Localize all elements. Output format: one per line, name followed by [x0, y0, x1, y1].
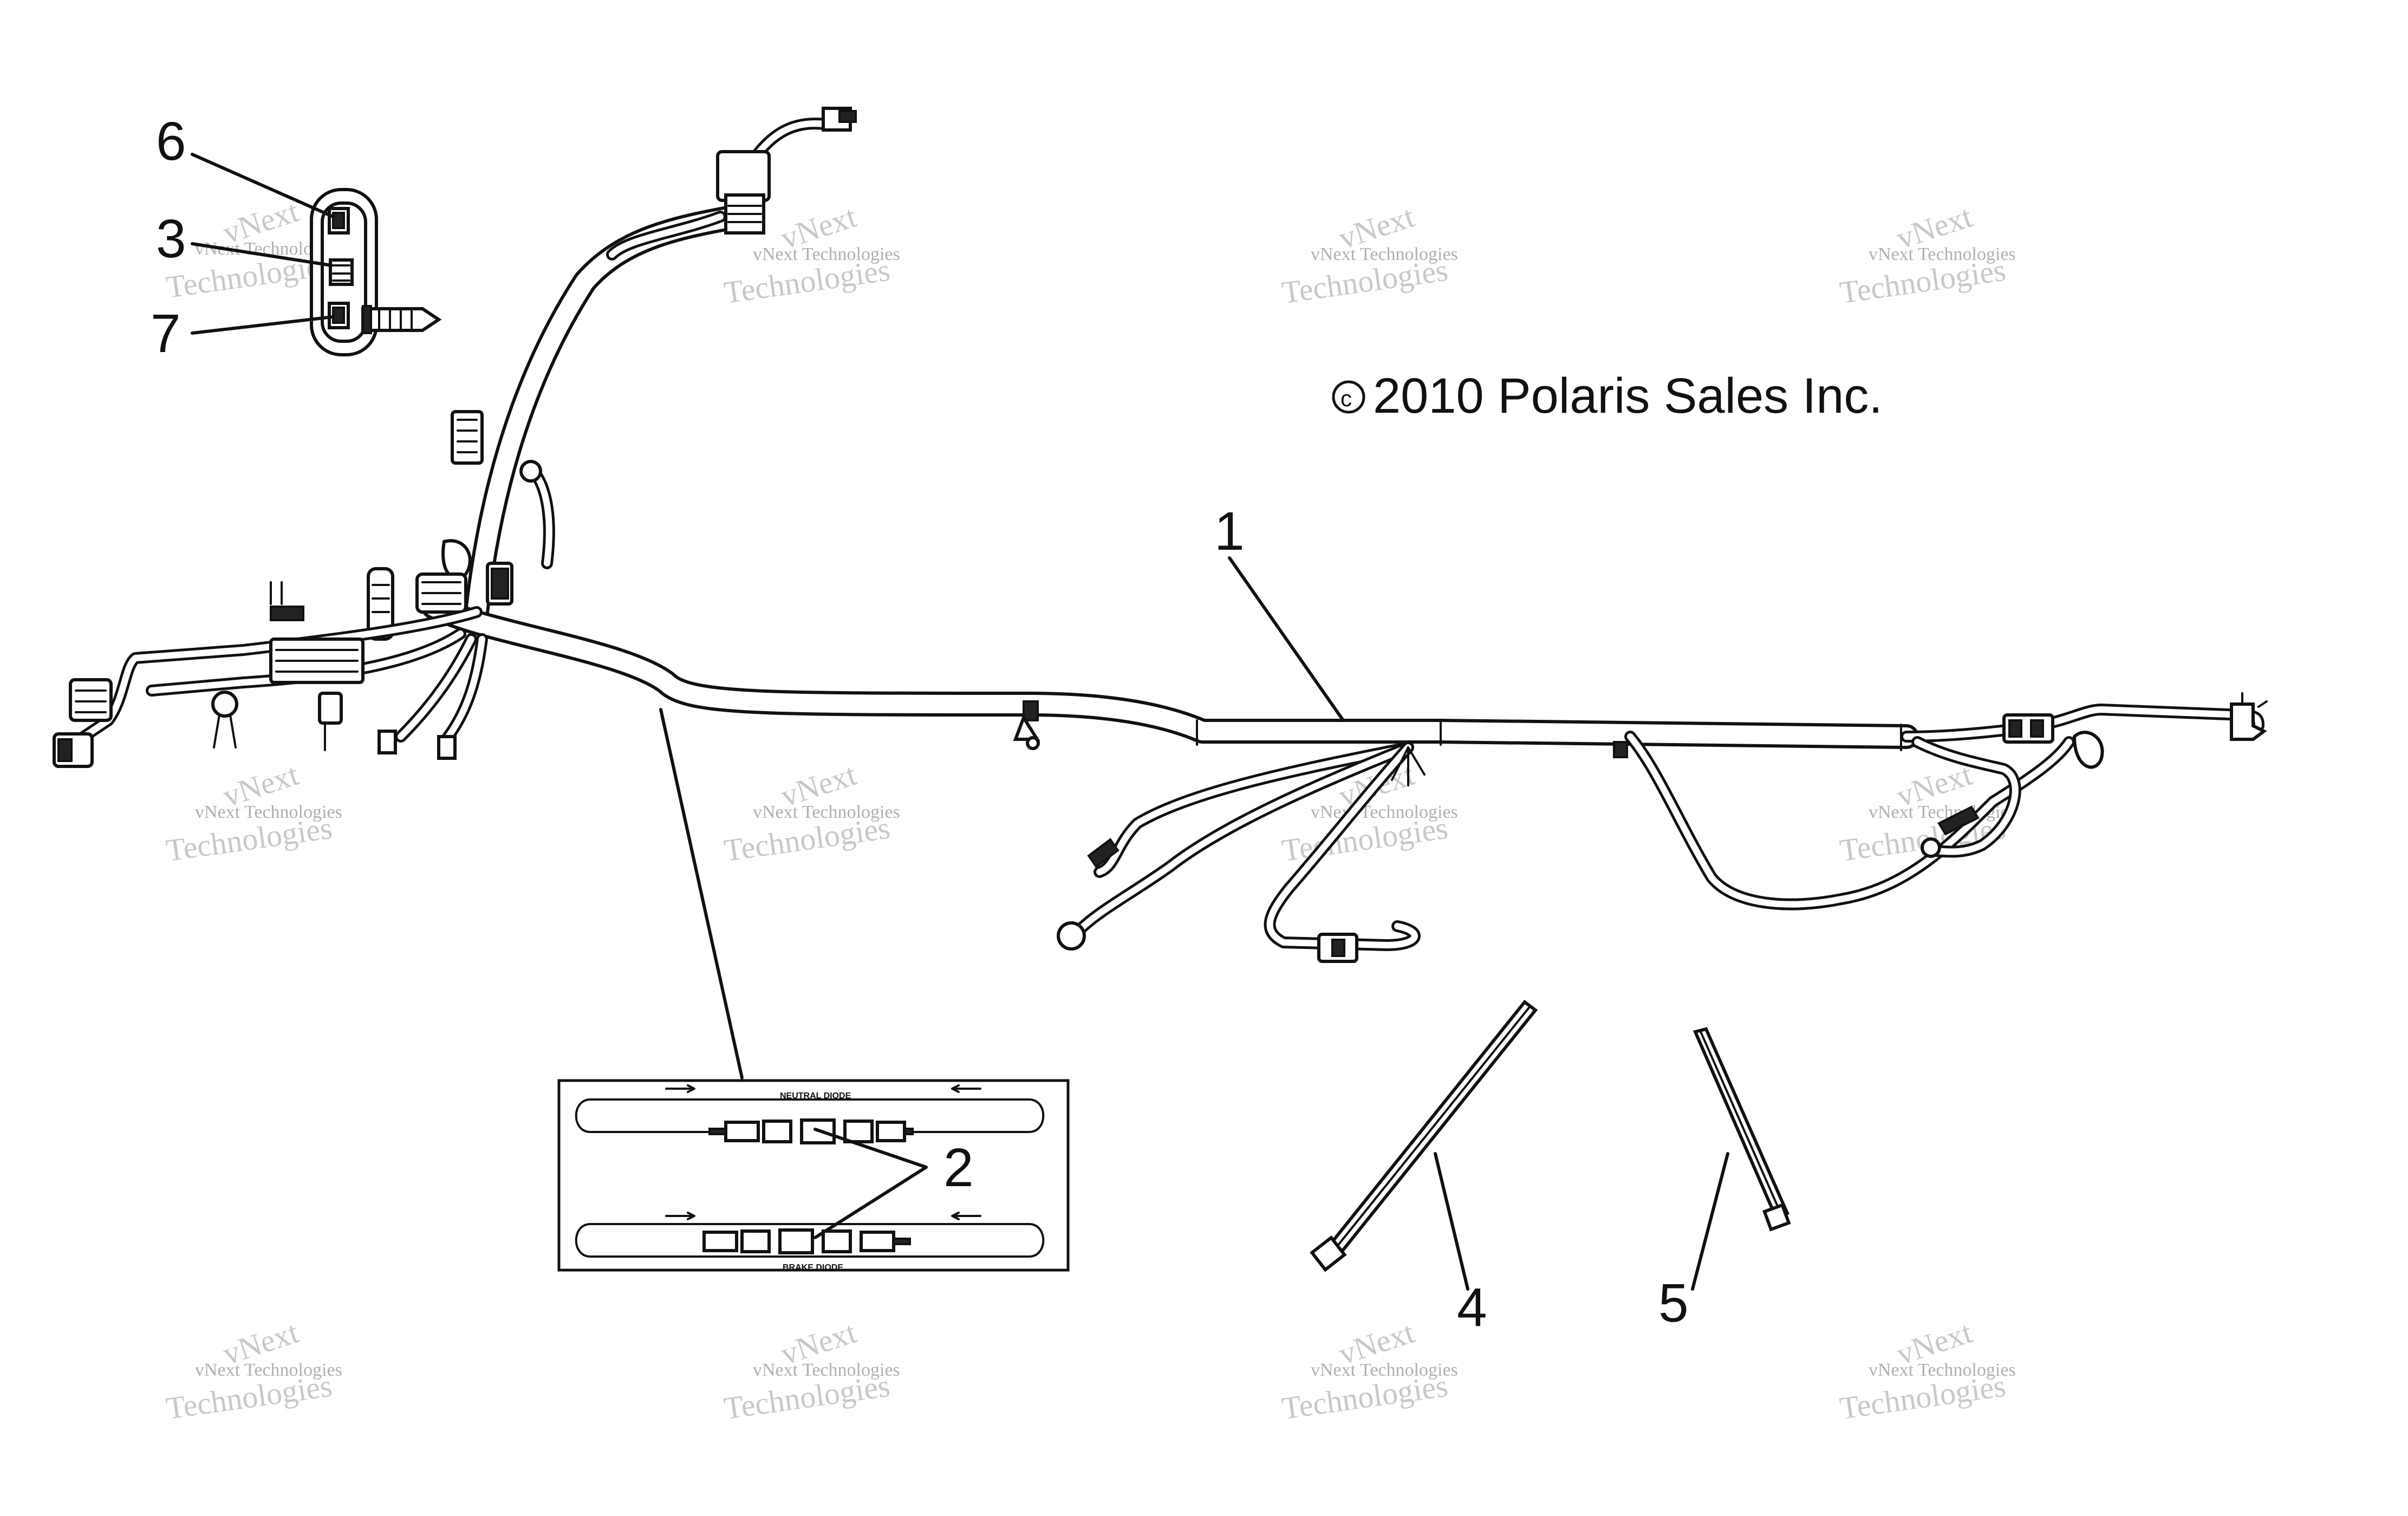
copyright-symbol-letter: c	[1340, 386, 1352, 411]
callout-5: 5	[1658, 1273, 1689, 1333]
center-breakout-wires[interactable]	[1057, 741, 1426, 963]
watermark: vNext Technologies vNext Technologies	[164, 1315, 342, 1426]
svg-text:vNext Technologies: vNext Technologies	[1869, 1360, 2016, 1380]
watermark: vNext Technologies vNext Technologies	[1838, 199, 2016, 310]
watermark: vNext Technologies vNext Technologies	[1280, 1315, 1458, 1426]
watermark: vNext Technologies vNext Technologies	[164, 757, 342, 868]
ground-block-detail[interactable]	[310, 188, 442, 356]
left-connector-cluster[interactable]	[367, 410, 555, 641]
brake-diode	[702, 1228, 911, 1254]
svg-text:vNext Technologies: vNext Technologies	[753, 1360, 900, 1380]
svg-text:vNext Technologies: vNext Technologies	[753, 802, 900, 822]
svg-text:vNext Technologies: vNext Technologies	[1311, 802, 1458, 822]
neutral-diode-label: NEUTRAL DIODE	[780, 1091, 851, 1101]
callout-6: 6	[156, 111, 186, 172]
diode-detail-box[interactable]: NEUTRAL DIODE BRAKE DIODE	[557, 1079, 1070, 1272]
svg-text:vNext Technologies: vNext Technologies	[753, 244, 900, 264]
svg-text:vNext Technologies: vNext Technologies	[195, 802, 342, 822]
watermark: vNext Technologies vNext Technologies	[1838, 1315, 2016, 1426]
right-branch-loop[interactable]	[1624, 692, 2268, 910]
watermark: vNext Technologies vNext Technologies	[1280, 199, 1458, 310]
neutral-diode	[708, 1118, 914, 1144]
callout-7: 7	[151, 303, 181, 364]
svg-text:vNext Technologies: vNext Technologies	[1311, 1360, 1458, 1380]
svg-text:vNext Technologies: vNext Technologies	[1869, 244, 2016, 264]
cable-tie-5[interactable]	[1693, 1027, 1791, 1232]
svg-text:vNext Technologies: vNext Technologies	[195, 1360, 342, 1380]
leader-lines	[191, 153, 1729, 1291]
copyright-symbol-icon	[1332, 380, 1365, 414]
watermark: vNext Technologies vNext Technologies	[722, 1315, 900, 1426]
main-wiring-harness[interactable]	[421, 204, 1919, 758]
watermark: vNext Technologies vNext Technologies	[722, 757, 900, 868]
callout-3: 3	[156, 209, 186, 269]
callout-4: 4	[1457, 1277, 1487, 1338]
callout-2: 2	[943, 1137, 974, 1198]
left-branch-wires[interactable]	[53, 581, 488, 768]
copyright-text: 2010 Polaris Sales Inc.	[1373, 368, 1883, 424]
copyright-notice: c 2010 Polaris Sales Inc.	[1332, 368, 1883, 424]
svg-text:vNext Technologies: vNext Technologies	[1311, 244, 1458, 264]
upper-branch-connector[interactable]	[606, 107, 857, 261]
callout-1: 1	[1214, 501, 1245, 562]
brake-diode-label: BRAKE DIODE	[783, 1263, 843, 1272]
harness-clip[interactable]	[1013, 714, 1040, 750]
cable-tie-4[interactable]	[1310, 999, 1538, 1272]
watermark: vNext Technologies vNext Technologies	[722, 199, 900, 310]
